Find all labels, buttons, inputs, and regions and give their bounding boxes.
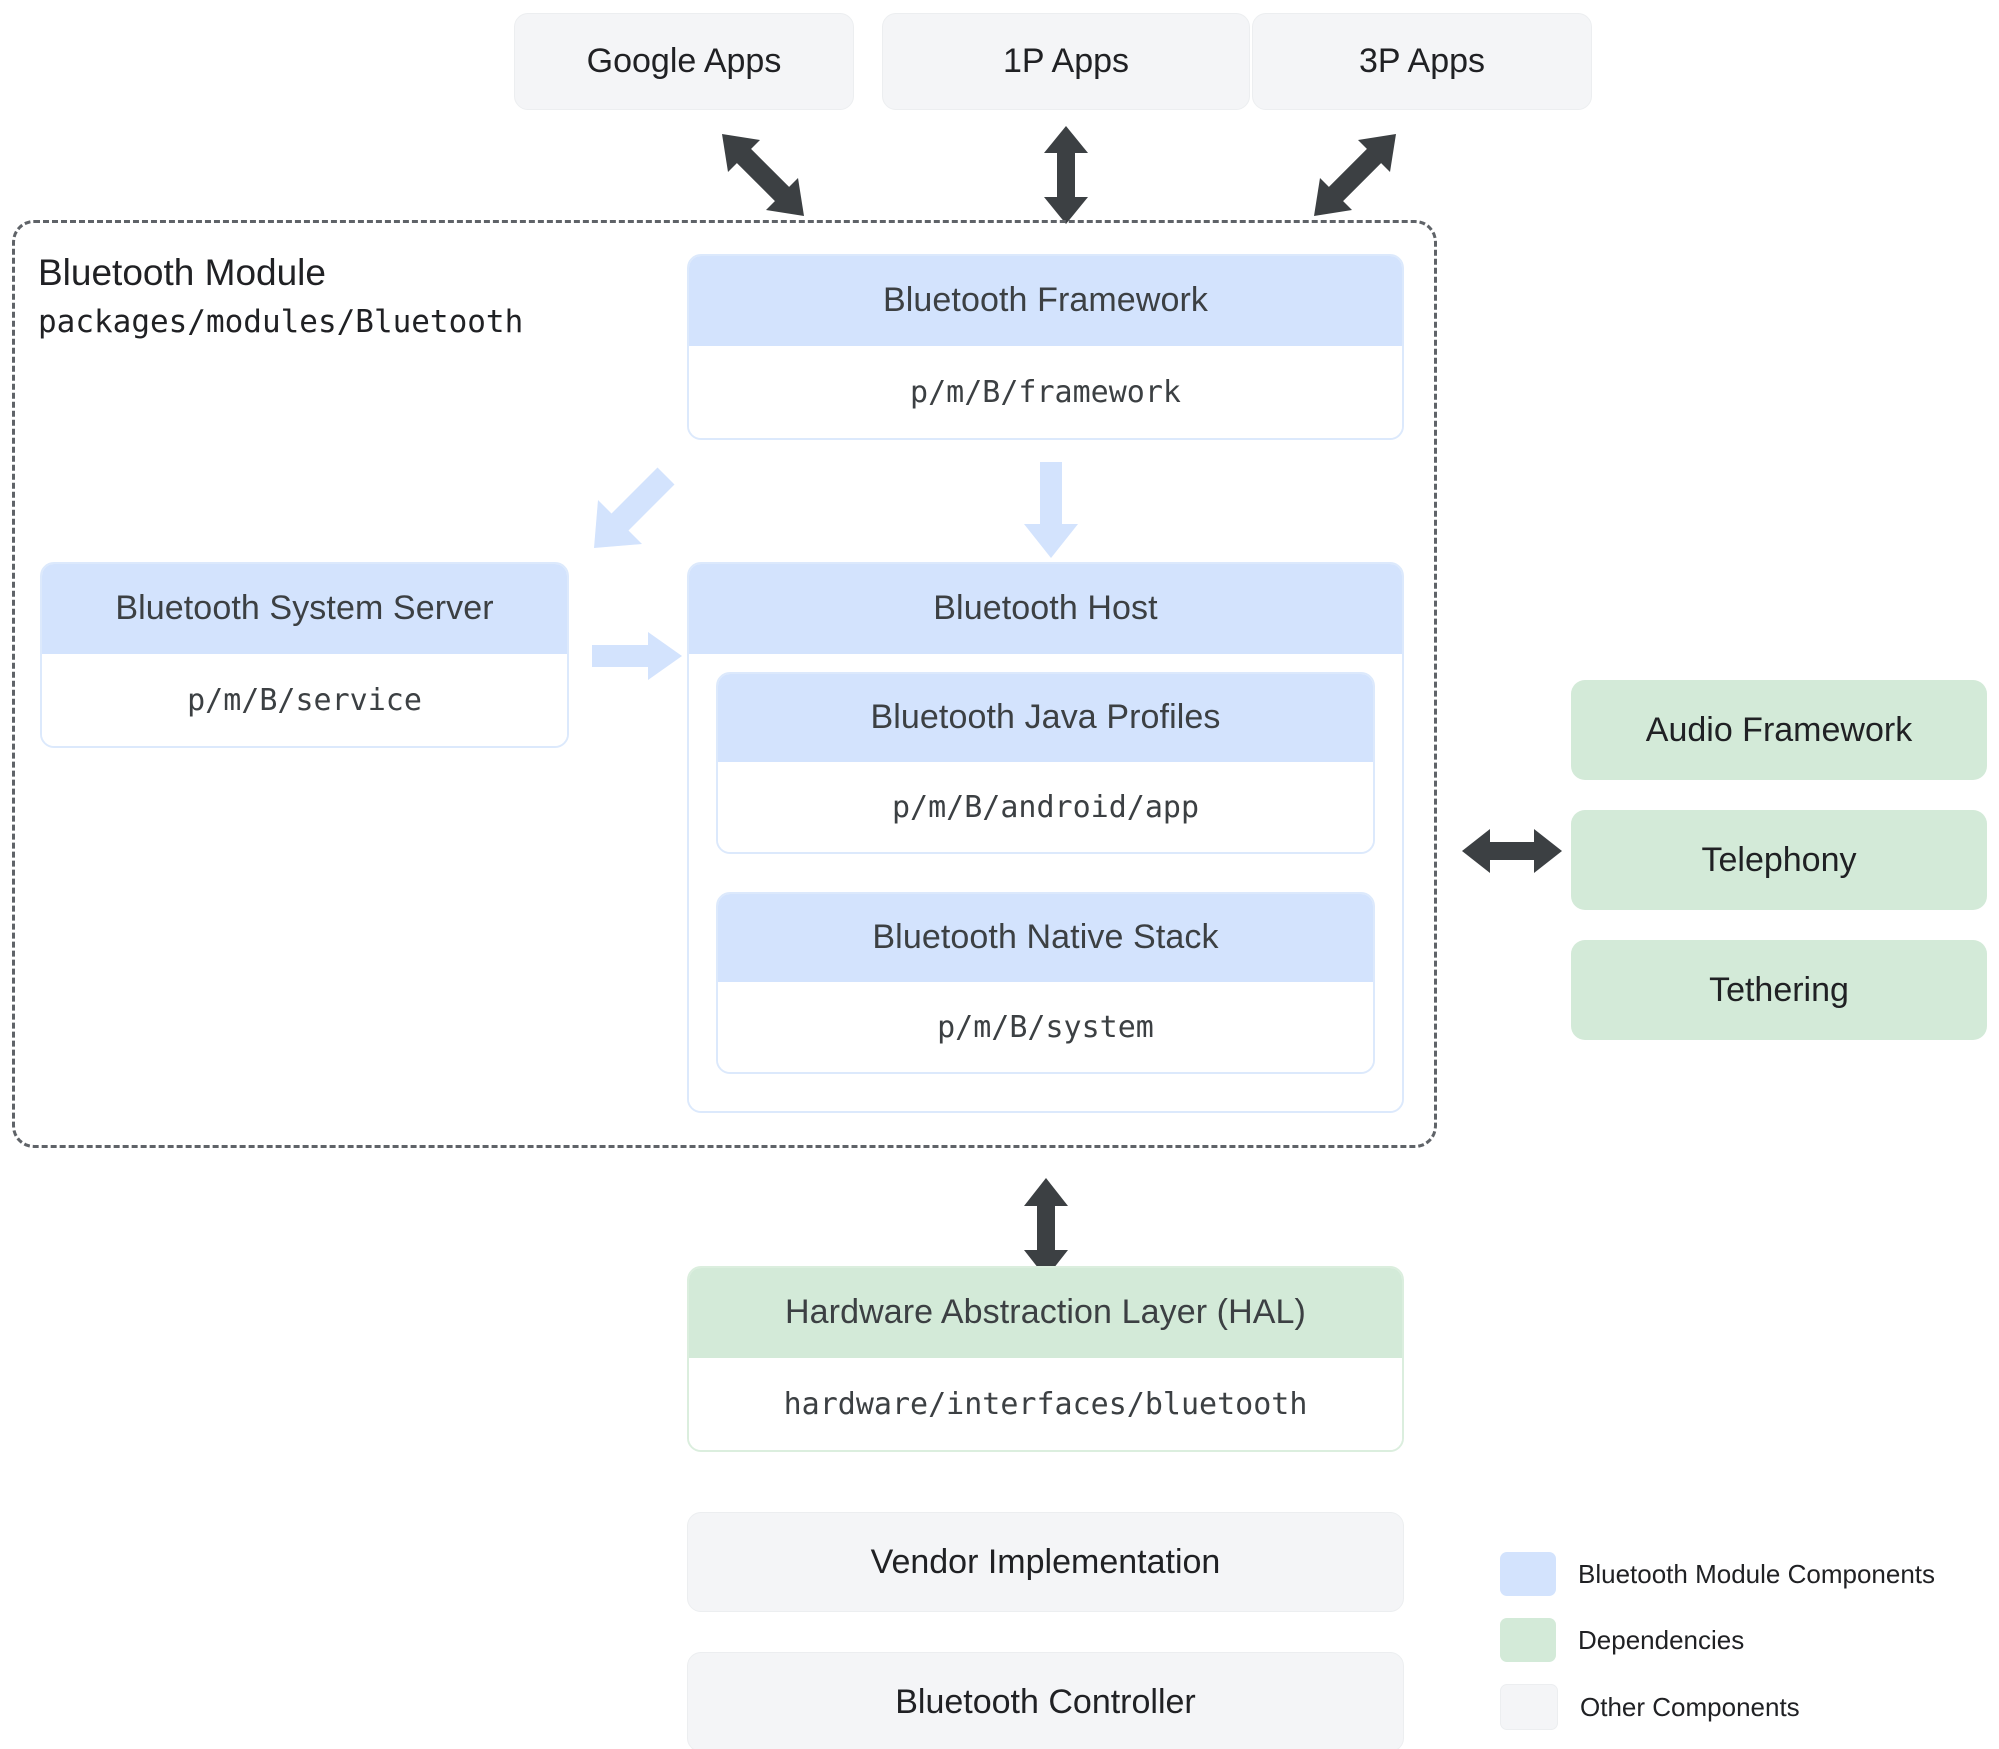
bluetooth-java-profiles-title: Bluetooth Java Profiles — [718, 674, 1373, 762]
dependency-label: Audio Framework — [1645, 710, 1913, 749]
module-path: packages/modules/Bluetooth — [38, 304, 524, 340]
app-box-1p-apps[interactable]: 1P Apps — [882, 13, 1250, 110]
vendor-implementation-box[interactable]: Vendor Implementation — [687, 1512, 1404, 1612]
box-label: Vendor Implementation — [870, 1542, 1221, 1581]
bluetooth-native-stack-card[interactable]: Bluetooth Native Stack p/m/B/system — [716, 892, 1375, 1074]
hal-title: Hardware Abstraction Layer (HAL) — [689, 1268, 1402, 1358]
dependency-box-audio-framework[interactable]: Audio Framework — [1571, 680, 1987, 780]
bluetooth-java-profiles-path: p/m/B/android/app — [718, 762, 1373, 852]
legend-item-module-components: Bluetooth Module Components — [1500, 1552, 1935, 1596]
bluetooth-system-server-title: Bluetooth System Server — [42, 564, 567, 654]
legend-item-other-components: Other Components — [1500, 1684, 1935, 1730]
legend-label: Bluetooth Module Components — [1578, 1558, 1936, 1589]
bluetooth-native-stack-title: Bluetooth Native Stack — [718, 894, 1373, 982]
double-vertical-arrow-apps — [1042, 126, 1090, 224]
app-box-3p-apps[interactable]: 3P Apps — [1252, 13, 1592, 110]
module-title: Bluetooth Module — [38, 252, 326, 293]
double-horizontal-arrow-dependencies — [1462, 827, 1562, 875]
double-vertical-arrow-hal — [1022, 1178, 1070, 1278]
app-box-label: Google Apps — [586, 42, 782, 80]
bluetooth-framework-title: Bluetooth Framework — [689, 256, 1402, 346]
app-box-label: 3P Apps — [1358, 42, 1486, 80]
app-box-label: 1P Apps — [1002, 42, 1130, 80]
bluetooth-framework-path: p/m/B/framework — [689, 346, 1402, 438]
legend-swatch-green — [1500, 1618, 1556, 1662]
dependency-label: Telephony — [1701, 840, 1857, 879]
legend-swatch-grey — [1500, 1684, 1558, 1730]
box-label: Bluetooth Controller — [895, 1682, 1196, 1721]
bluetooth-host-title: Bluetooth Host — [689, 564, 1402, 654]
diagonal-down-left-arrow — [588, 462, 680, 554]
bluetooth-native-stack-path: p/m/B/system — [718, 982, 1373, 1072]
legend-item-dependencies: Dependencies — [1500, 1618, 1935, 1662]
bluetooth-system-server-card[interactable]: Bluetooth System Server p/m/B/service — [40, 562, 569, 748]
dependency-box-telephony[interactable]: Telephony — [1571, 810, 1987, 910]
double-diagonal-ne-sw-arrow — [1310, 130, 1400, 220]
right-arrow-server-to-host — [592, 630, 682, 682]
bluetooth-module-container — [12, 220, 1437, 1148]
dependency-label: Tethering — [1709, 970, 1849, 1009]
double-diagonal-nw-se-arrow — [718, 130, 808, 220]
bluetooth-host-body: Bluetooth Java Profiles p/m/B/android/ap… — [689, 654, 1402, 1111]
legend-label: Dependencies — [1578, 1624, 1745, 1655]
legend: Bluetooth Module Components Dependencies… — [1500, 1552, 1935, 1730]
hal-path: hardware/interfaces/bluetooth — [689, 1358, 1402, 1450]
legend-label: Other Components — [1580, 1691, 1800, 1722]
app-box-google-apps[interactable]: Google Apps — [514, 13, 854, 110]
bluetooth-framework-card[interactable]: Bluetooth Framework p/m/B/framework — [687, 254, 1404, 440]
down-arrow-framework-to-host — [1022, 462, 1080, 558]
bluetooth-java-profiles-card[interactable]: Bluetooth Java Profiles p/m/B/android/ap… — [716, 672, 1375, 854]
hal-card[interactable]: Hardware Abstraction Layer (HAL) hardwar… — [687, 1266, 1404, 1452]
legend-swatch-blue — [1500, 1552, 1556, 1596]
bluetooth-system-server-path: p/m/B/service — [42, 654, 567, 746]
dependency-box-tethering[interactable]: Tethering — [1571, 940, 1987, 1040]
bluetooth-host-card[interactable]: Bluetooth Host Bluetooth Java Profiles p… — [687, 562, 1404, 1113]
bluetooth-controller-box[interactable]: Bluetooth Controller — [687, 1652, 1404, 1749]
